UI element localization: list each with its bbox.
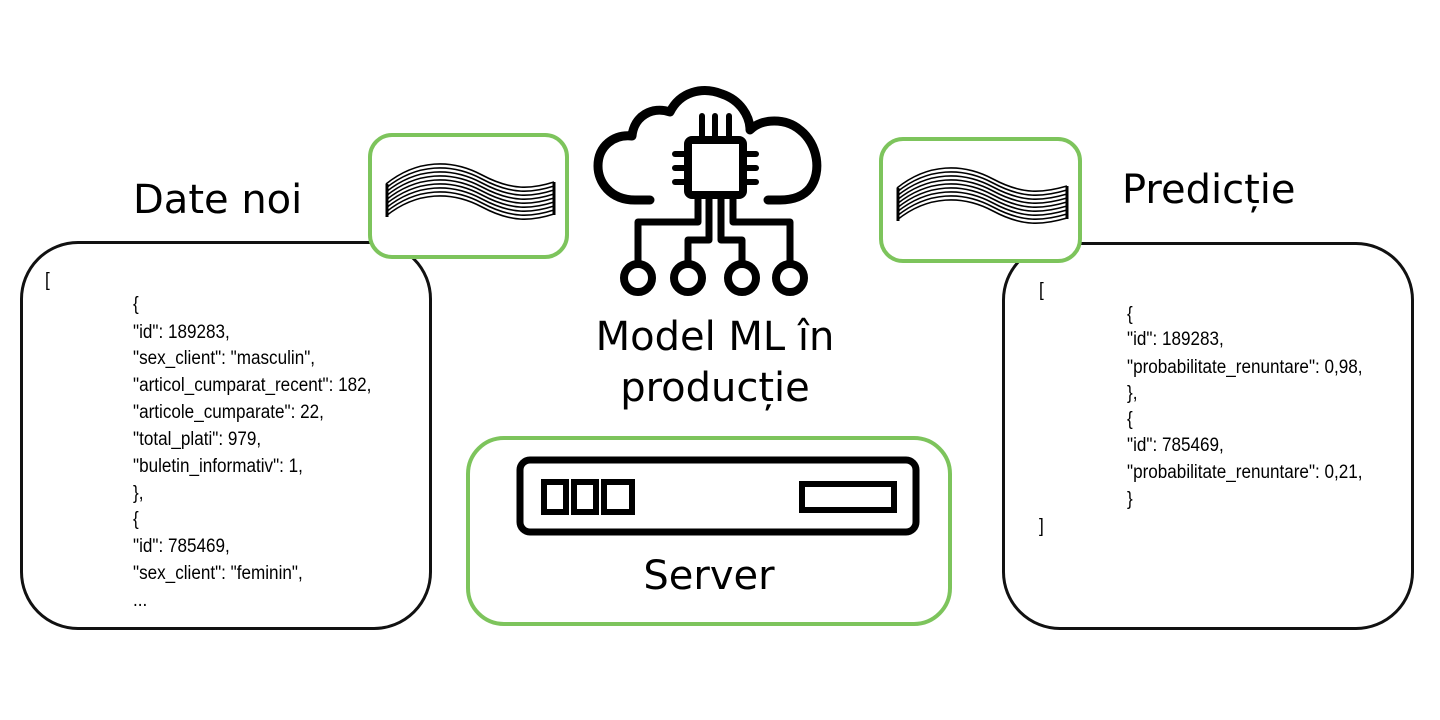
json-line: "articole_cumparate": 22, bbox=[133, 402, 324, 423]
data-wave-icon bbox=[385, 163, 556, 221]
json-line: "probabilitate_renuntare": 0,98, bbox=[1127, 357, 1363, 378]
input-wave-box bbox=[368, 133, 569, 259]
json-line: } bbox=[1127, 489, 1133, 510]
json-line: { bbox=[1127, 304, 1133, 325]
server-label: Server bbox=[643, 553, 775, 599]
json-line: { bbox=[133, 509, 139, 530]
json-line: "sex_client": "feminin", bbox=[133, 563, 303, 584]
server-box: Server bbox=[466, 436, 952, 626]
json-line: [ bbox=[45, 270, 50, 291]
model-label-line2: producție bbox=[620, 365, 810, 411]
json-line: "buletin_informativ": 1, bbox=[133, 456, 303, 477]
json-line: "sex_client": "masculin", bbox=[133, 348, 316, 369]
input-json-box: [ { "id": 189283, "sex_client": "masculi… bbox=[20, 241, 432, 630]
json-line: "id": 189283, bbox=[133, 322, 230, 343]
json-line: "total_plati": 979, bbox=[133, 429, 262, 450]
server-rack-icon bbox=[516, 456, 920, 536]
json-line: ... bbox=[133, 590, 148, 611]
json-line: "probabilitate_renuntare": 0,21, bbox=[1127, 462, 1363, 483]
json-line: ] bbox=[1039, 516, 1044, 537]
json-line: "id": 189283, bbox=[1127, 329, 1224, 350]
cloud-chip-icon bbox=[593, 86, 822, 296]
json-line: }, bbox=[133, 483, 144, 504]
output-wave-box bbox=[879, 137, 1082, 263]
json-line: [ bbox=[1039, 280, 1044, 301]
json-line: { bbox=[1127, 409, 1133, 430]
json-line: "id": 785469, bbox=[133, 536, 230, 557]
json-line: }, bbox=[1127, 383, 1138, 404]
model-label-line1: Model ML în bbox=[595, 314, 835, 360]
json-line: "id": 785469, bbox=[1127, 435, 1224, 456]
output-json-box: [ { "id": 189283, "probabilitate_renunta… bbox=[1002, 242, 1414, 630]
json-line: "articol_cumparat_recent": 182, bbox=[133, 375, 372, 396]
json-line: { bbox=[133, 294, 139, 315]
left-title: Date noi bbox=[133, 177, 303, 223]
data-wave-icon bbox=[896, 167, 1069, 225]
right-title: Predicție bbox=[1122, 167, 1296, 213]
